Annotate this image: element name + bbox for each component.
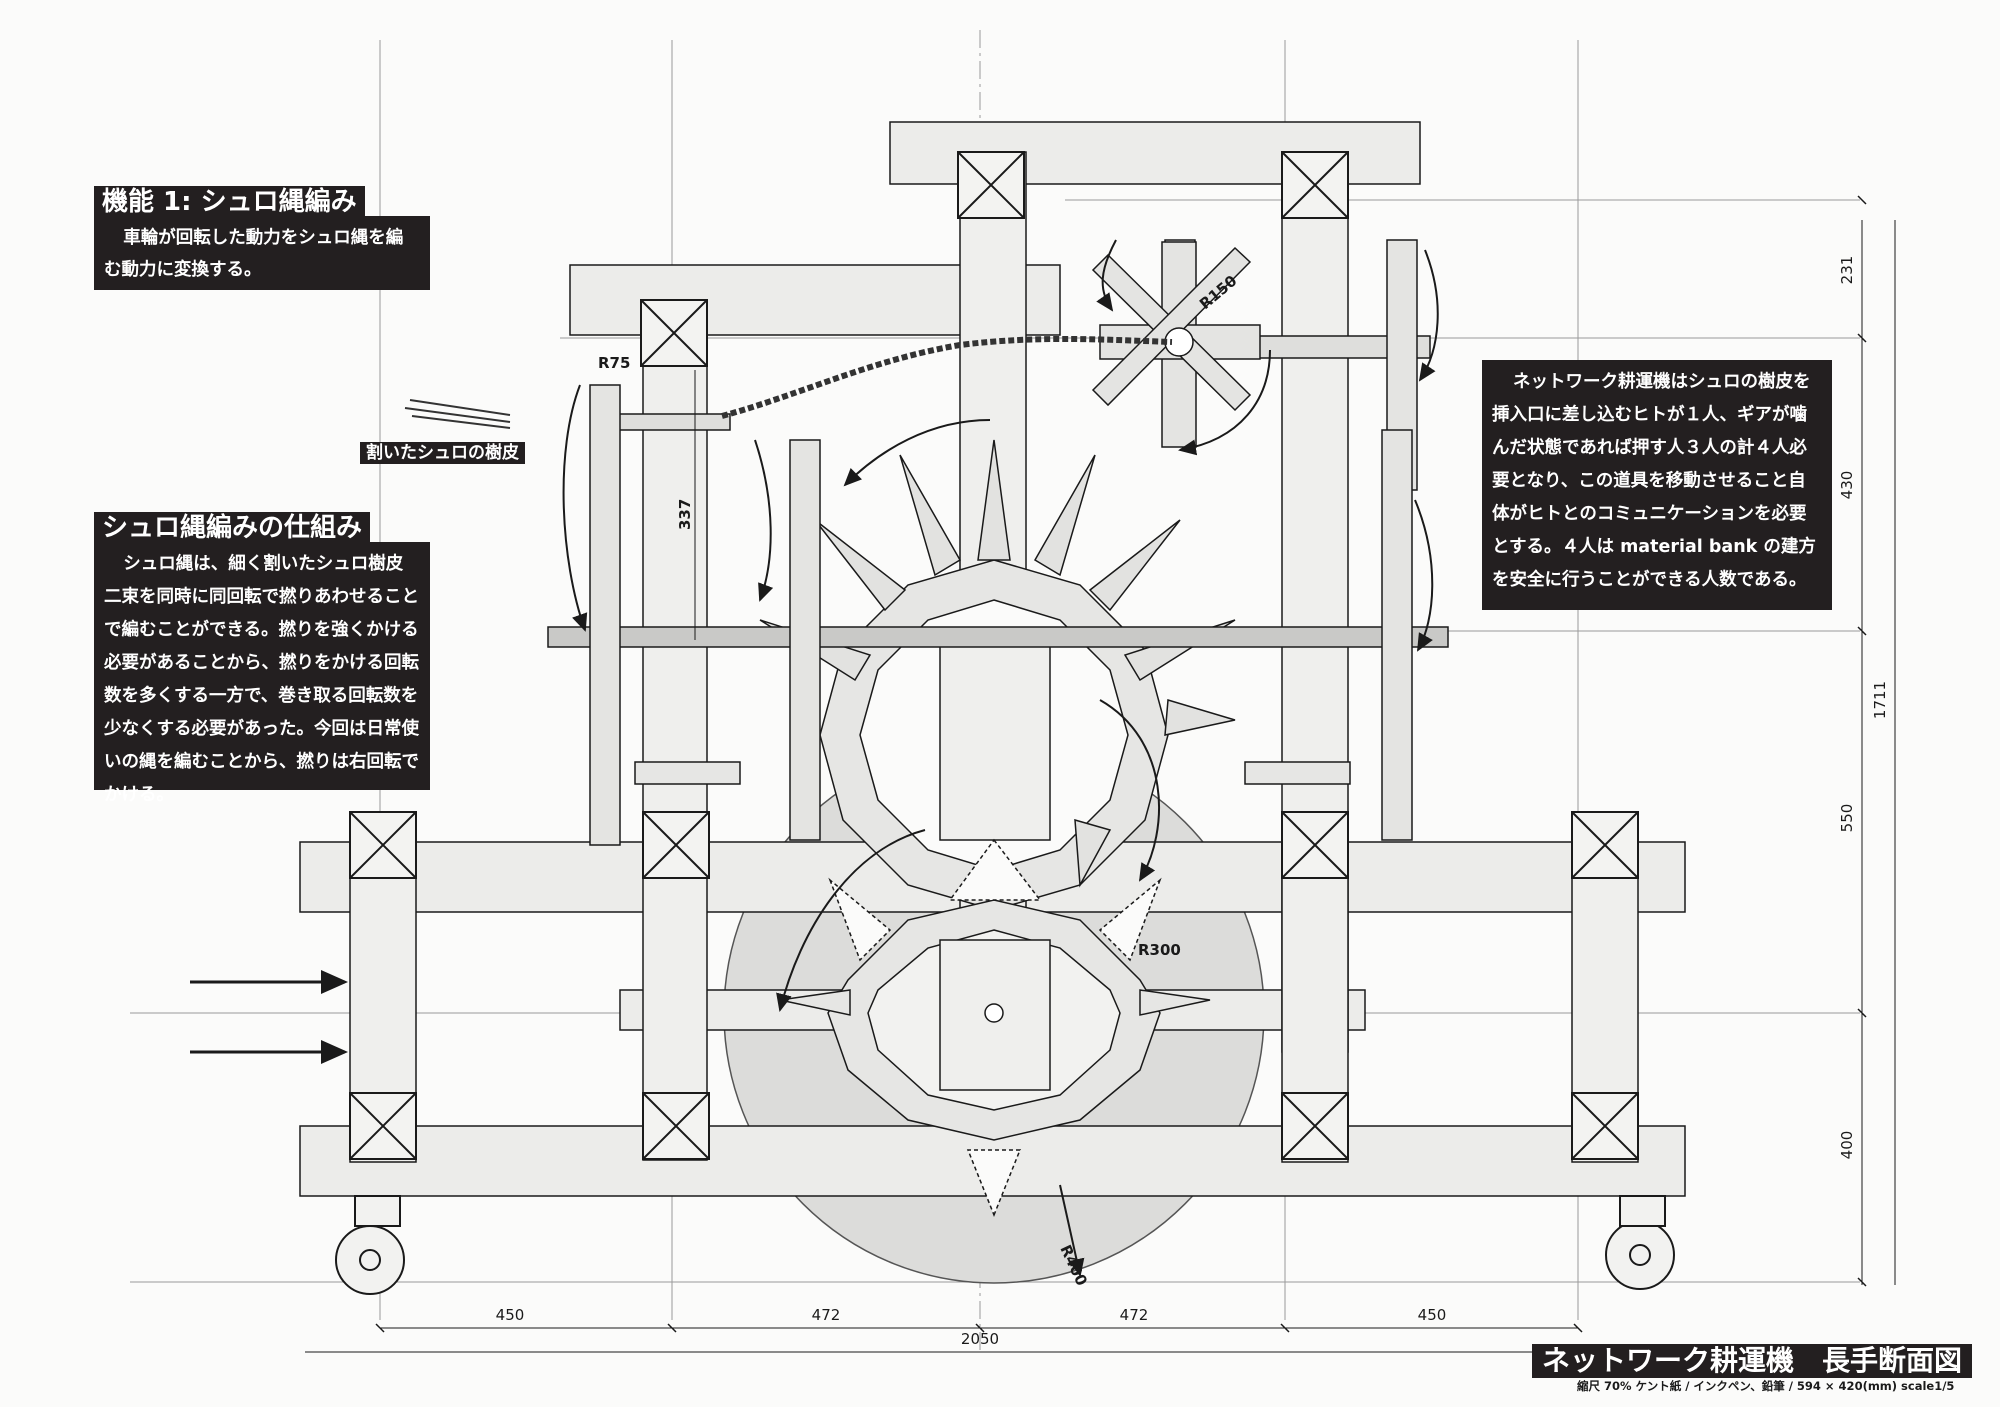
dim-bottom-1: 450 [496,1306,525,1324]
panel-function1-body: 車輪が回転した動力をシュロ縄を編む動力に変換する。 [94,216,430,290]
label-337: 337 [676,499,694,530]
dim-right-1: 231 [1838,256,1856,285]
axles [547,335,1449,785]
panel-network-body: ネットワーク耕運機はシュロの樹皮を挿入口に差し込むヒトが１人、ギアが噛んだ状態で… [1482,360,1832,610]
dim-bottom-3: 472 [1120,1306,1149,1324]
label-r300: R300 [1138,941,1181,959]
rope [721,335,1173,419]
bark-strands [404,399,511,429]
dim-bottom-4: 450 [1418,1306,1447,1324]
panel-mechanism-body: シュロ縄は、細く割いたシュロ樹皮二束を同時に同回転で撚りあわせることで編むことが… [94,542,430,805]
dim-right-4: 400 [1838,1131,1856,1160]
gear-lower [779,838,1211,1218]
dim-bottom-2: 472 [812,1306,841,1324]
dim-right-2: 430 [1838,471,1856,500]
label-bark: 割いたシュロの樹皮 [360,442,525,464]
push-arrows [190,970,348,1064]
dim-ticks [375,195,1867,1333]
dim-bottom-total: 2050 [961,1330,999,1348]
dim-right-3: 550 [1838,804,1856,833]
rotation-arrows [562,239,1439,1277]
sheet-subtitle: 縮尺 70% ケント紙 / インクペン、鉛筆 / 594 × 420(mm) s… [1577,1379,1955,1393]
panel-mechanism-title: シュロ縄編みの仕組み [94,512,371,544]
casters [335,1195,1675,1295]
dim-right-total: 1711 [1871,681,1889,719]
sheet-title: ネットワーク耕運機 長手断面図 [1532,1344,1973,1378]
post-caps [349,151,1639,1160]
gear-r150 [1091,241,1261,448]
panel-function1-title: 機能 1: シュロ縄編み [94,186,365,218]
label-r75: R75 [598,354,630,372]
